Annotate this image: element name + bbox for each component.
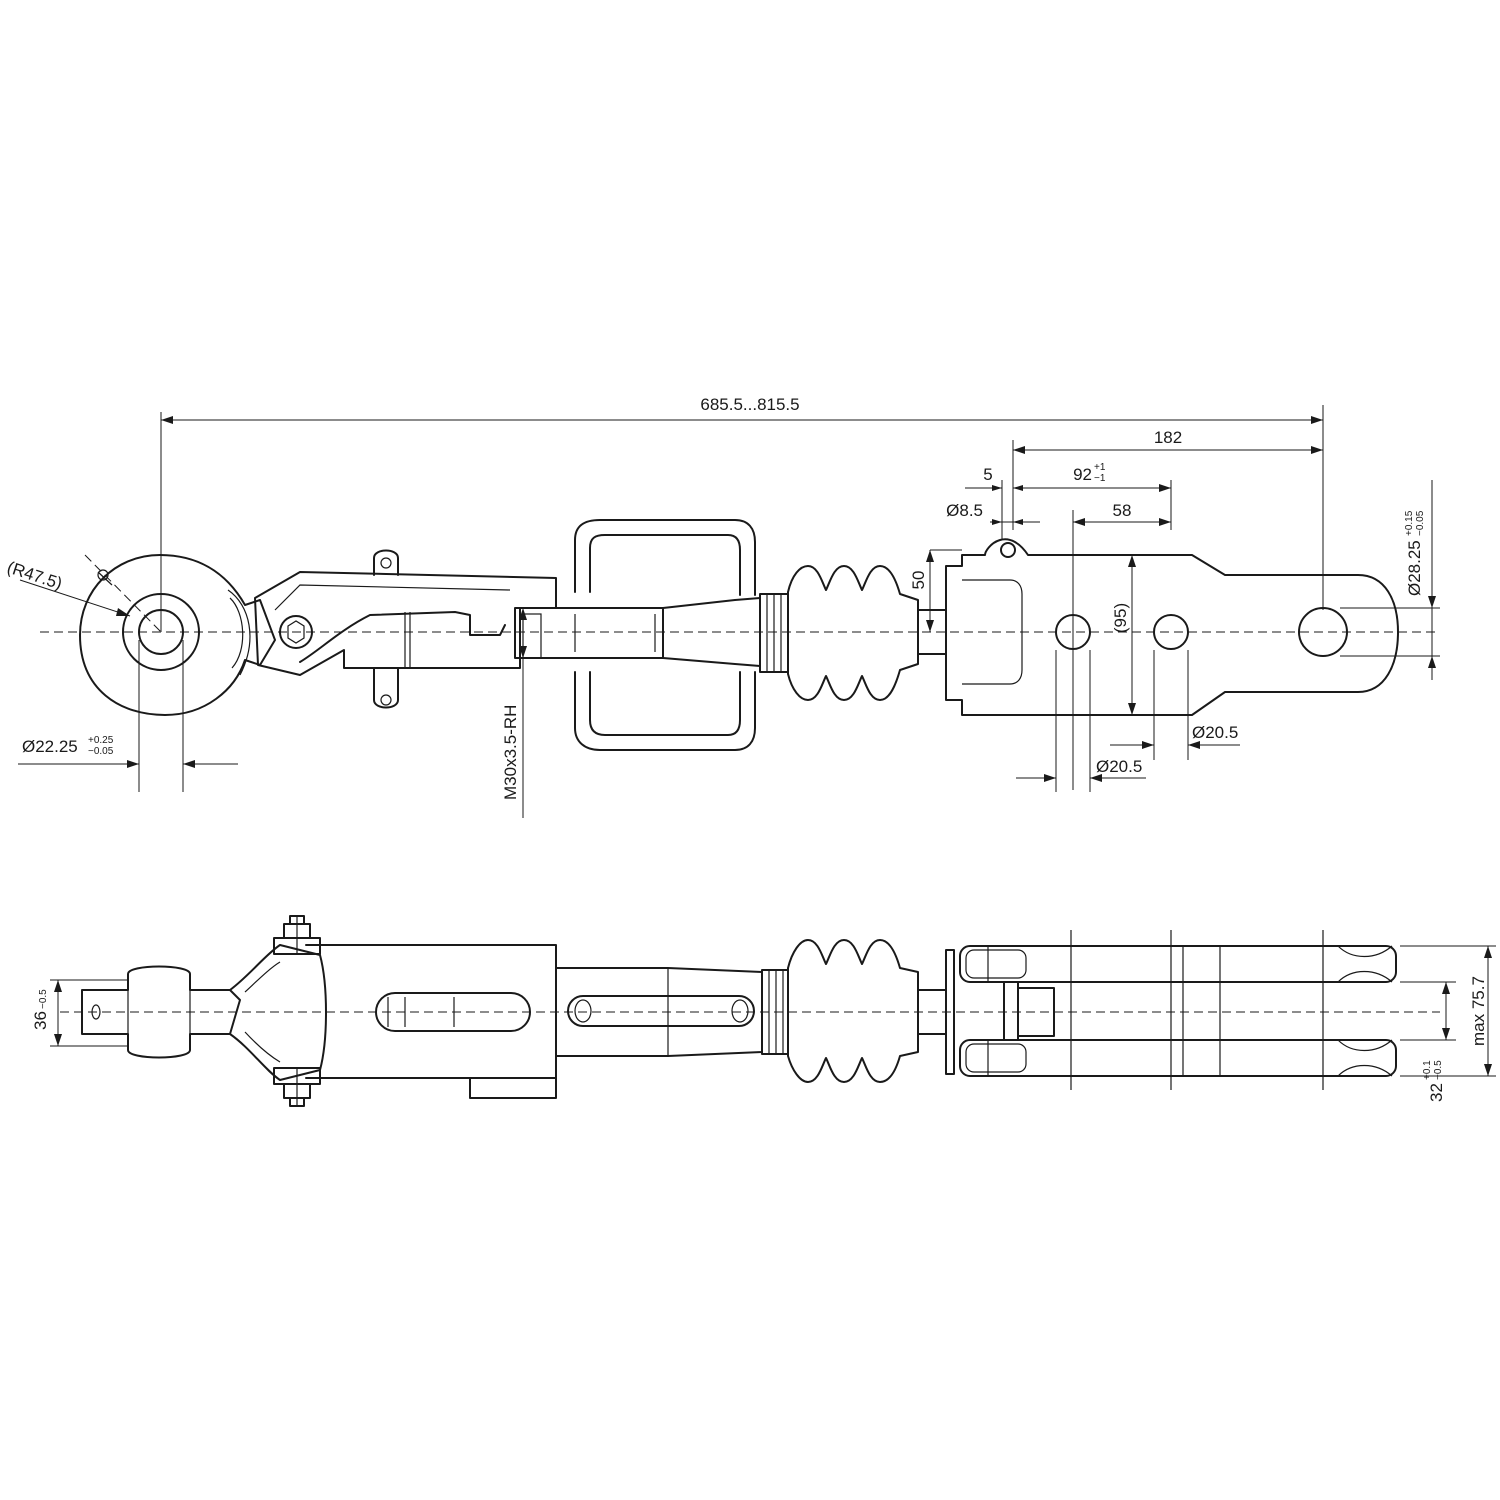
dim-36-tol: −0.5 [38, 989, 49, 1009]
dia-22-25-label: Ø22.25 [22, 737, 78, 756]
dia-28-25-label: Ø28.25 [1405, 540, 1424, 596]
bottom-fork-end [945, 930, 1397, 1090]
dia-28-25-lower-tol: −0.05 [1415, 510, 1426, 536]
bottom-ball-end [81, 944, 327, 1081]
max-width-label: max 75.7 [1469, 976, 1488, 1046]
handle-loop [574, 519, 756, 751]
dim-5-label: 5 [983, 465, 992, 484]
dim-50-label: 50 [909, 571, 928, 590]
dim-32-lower-tol: −0.5 [1433, 1060, 1444, 1080]
dia-20-5-right-label: Ø20.5 [1192, 723, 1238, 742]
bolt-top [273, 915, 321, 955]
bellows-collar [759, 593, 789, 673]
dim-182-label: 182 [1154, 428, 1182, 447]
top-view [40, 519, 1440, 751]
bottom-main-body [305, 944, 557, 1099]
dim-32-upper-tol: +0.1 [1422, 1060, 1433, 1080]
bottom-dimensions: 36 −0.5 max 75.7 32 +0.1 −0.5 [31, 945, 1496, 1102]
dim-36-label: 36 [31, 1011, 50, 1030]
dia-22-25-upper-tol: +0.25 [88, 735, 114, 746]
dim-95-label: (95) [1111, 603, 1130, 633]
link-body [254, 549, 557, 709]
dim-32-label: 32 [1427, 1083, 1446, 1102]
bottom-bellows [761, 939, 947, 1083]
top-dimensions: 685.5...815.5 182 5 92 +1 −1 Ø8.5 58 [5, 395, 1440, 818]
dia-8-5-label: Ø8.5 [946, 501, 983, 520]
overall-length-label: 685.5...815.5 [700, 395, 799, 414]
bellows-boot [787, 565, 919, 701]
dim-58-label: 58 [1113, 501, 1132, 520]
dia-22-25-lower-tol: −0.05 [88, 746, 114, 757]
thread-label: M30x3.5-RH [501, 705, 520, 800]
dim-92-upper-tol: +1 [1094, 462, 1106, 473]
bottom-view [60, 915, 1440, 1107]
bolt-bottom [273, 1067, 321, 1107]
dim-92-lower-tol: −1 [1094, 473, 1106, 484]
adjuster-tube [514, 597, 761, 667]
dia-20-5-left-label: Ø20.5 [1096, 757, 1142, 776]
radius-label: (R47.5) [5, 558, 65, 594]
hook-end [945, 538, 1399, 716]
dim-92-label: 92 [1073, 465, 1092, 484]
dia-28-25-upper-tol: +0.15 [1404, 510, 1415, 536]
